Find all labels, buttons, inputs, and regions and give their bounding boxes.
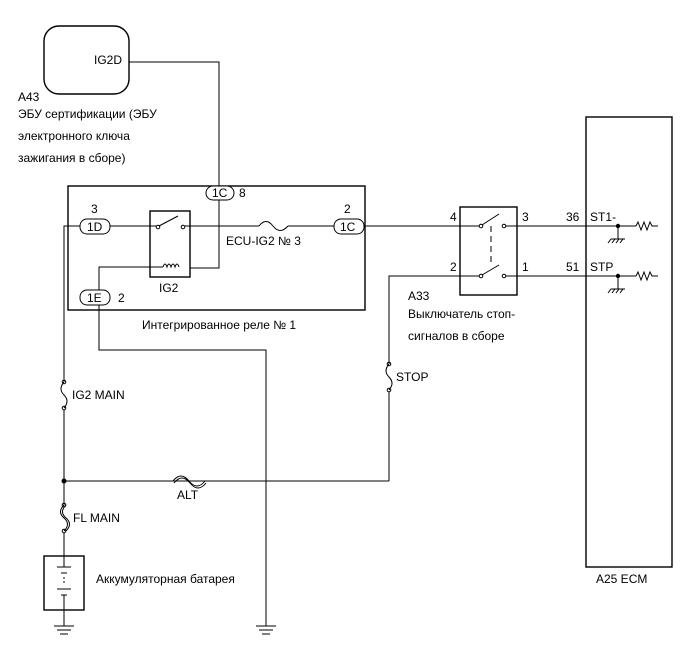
relay-pin-3: 3 <box>91 202 98 216</box>
relay-connector-1d-label: 1D <box>87 220 103 234</box>
battery-label: Аккумуляторная батарея <box>96 572 235 586</box>
a33-switch-top-contact <box>481 213 500 226</box>
a33-name-line2: сигналов в сборе <box>408 329 505 343</box>
a33-pin-4: 4 <box>450 210 457 224</box>
relay-pin-2-1e: 2 <box>118 291 125 305</box>
ecm-st1-resistor-icon <box>635 220 658 232</box>
ig2-relay-inner-box <box>149 210 191 278</box>
a43-ecu-box <box>43 25 130 95</box>
a33-switch-bottom-contact <box>481 264 500 276</box>
a43-code: A43 <box>18 90 40 104</box>
ecm-pin-36: 36 <box>566 210 580 224</box>
ecm-stp-resistor-icon <box>635 270 658 282</box>
a33-pin-1: 1 <box>522 260 529 274</box>
relay-connector-1c-top <box>205 185 235 201</box>
wire-1e-to-ground <box>98 305 267 626</box>
ecu-ig2-fuse-label: ECU-IG2 № 3 <box>226 234 301 248</box>
ecm-box <box>585 116 673 568</box>
relay-pin-2-right: 2 <box>344 202 351 216</box>
relay-connector-1c-right-label: 1C <box>340 220 356 234</box>
a33-pin-3: 3 <box>522 210 529 224</box>
relay-connector-1e-label: 1E <box>87 291 102 305</box>
wire-coil-to-1e <box>98 266 163 290</box>
integrated-relay-box <box>67 185 366 311</box>
wire-coil-to-1c-top <box>190 200 220 269</box>
fl-main-fusible-link-icon <box>60 504 68 532</box>
a33-name-line1: Выключатель стоп- <box>408 307 515 321</box>
relay-name: Интегрированное реле № 1 <box>142 318 296 332</box>
stop-fuse-label: STOP <box>396 370 428 384</box>
wire-a43-to-relay <box>129 61 220 187</box>
ecm-pin-51: 51 <box>566 260 580 274</box>
ecu-ig2-fuse-icon <box>258 221 289 231</box>
a43-name-line1: ЭБУ сертификации (ЭБУ <box>18 107 157 121</box>
ecm-terminal-stp: STP <box>590 260 613 274</box>
ig2-main-fuse-icon <box>60 381 68 409</box>
a33-pin-2: 2 <box>450 260 457 274</box>
a33-stop-switch-box <box>459 206 518 296</box>
ig2-relay-switch-contact <box>158 215 179 227</box>
a33-code: A33 <box>408 289 430 303</box>
wire-a33-pin2-to-stop-fuse <box>388 275 460 364</box>
a43-name-line2: электронного ключа <box>18 129 130 143</box>
ecm-terminal-st1: ST1- <box>590 210 616 224</box>
relay-connector-1c-top-label: 1C <box>212 186 228 200</box>
alt-fusible-link-icon <box>172 475 206 487</box>
relay-connector-1e <box>79 289 111 306</box>
wire-1d-to-ig2main <box>63 225 80 382</box>
ig2-relay-coil-icon <box>162 263 180 269</box>
stop-fuse-icon <box>385 363 393 391</box>
a43-connector-label: IG2D <box>94 53 122 67</box>
alt-fuse-label: ALT <box>177 488 199 502</box>
fl-main-fuse-label: FL MAIN <box>73 511 120 525</box>
ecm-name: A25 ECM <box>596 572 647 586</box>
relay-pin-8: 8 <box>239 186 246 200</box>
a43-name-line3: зажигания в сборе) <box>18 151 125 165</box>
ig2-main-fuse-label: IG2 MAIN <box>72 388 125 402</box>
ig2-relay-label: IG2 <box>159 281 179 295</box>
